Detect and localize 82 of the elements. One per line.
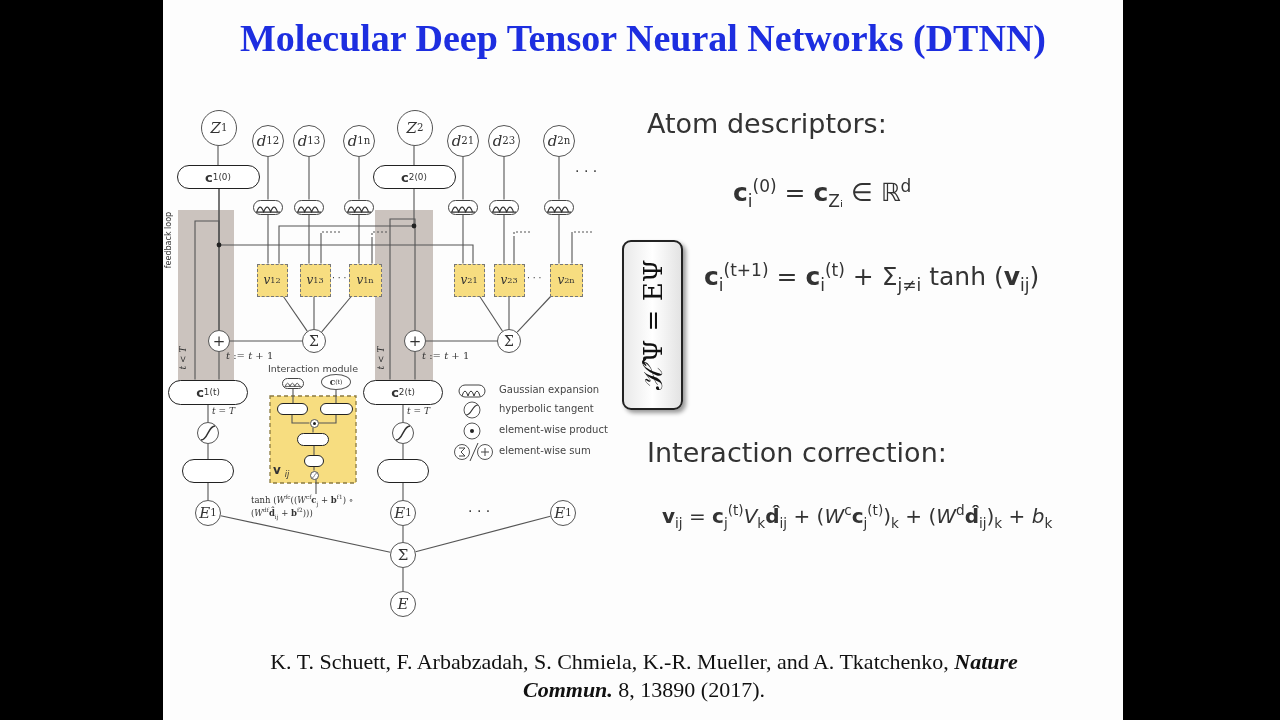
connector-line [267, 213, 269, 265]
connector-line [558, 213, 560, 265]
connector-line [308, 213, 310, 265]
module-label: v $_{ij}$ [273, 463, 290, 477]
connector-line [207, 482, 209, 501]
section-heading: Atom descriptors: [647, 108, 887, 139]
connector-line [402, 525, 404, 543]
connector-line [229, 340, 303, 342]
connector-line [292, 387, 294, 404]
connector-line [278, 188, 415, 265]
condition-label: t < T [178, 346, 188, 370]
update-label: t := t + 1 [226, 350, 274, 361]
legend-text: element-wise sum [499, 445, 591, 456]
connector-line [335, 389, 337, 404]
connector-line [462, 213, 464, 265]
equation-text: ℋ̂Ψ = EΨ [637, 259, 669, 391]
feedback-loop-label: feedback loop [163, 211, 173, 269]
connector-line [503, 156, 505, 201]
connector-line [402, 567, 404, 592]
connector-line [508, 295, 510, 330]
connector-line [479, 295, 503, 332]
equation-box [621, 240, 683, 410]
connector-line [320, 231, 341, 265]
connector-line [358, 156, 360, 201]
legend-text: Gaussian expansion [499, 384, 600, 395]
legend-text: element-wise product [499, 424, 608, 435]
connector-line [413, 145, 415, 166]
connector-line [516, 295, 552, 333]
ellipsis-text: · · · [575, 163, 598, 179]
layer-pill [182, 459, 234, 483]
citation: K. T. Schuett, F. Arbabzadah, S. Chmiela, K.-R. Mueller, and A. Tkatchenko, Nature Commun. 8, 13890 (2017). [269, 648, 1019, 704]
connector-line [462, 156, 464, 201]
formula-text: tanh (W$^{fc}$((W$^{cf}$c$_{j}$ + b$^{f1}$) ∘ (W$^{df}$d̂$_{ij}$ + b$^{f2}$))) [251, 494, 381, 524]
section-heading: Interaction correction: [647, 437, 947, 468]
condition-label: t < T [376, 346, 386, 370]
connector-line [313, 444, 315, 456]
connector-line [282, 295, 308, 332]
condition-label: t = T [407, 406, 430, 416]
connector-line [194, 220, 220, 381]
tanh-circle [309, 470, 319, 480]
condition-label: t = T [212, 406, 235, 416]
connector-line [313, 295, 315, 330]
connector-line [513, 231, 531, 265]
slide-title: Molecular Deep Tensor Neural Networks (DTNN) [239, 16, 1047, 60]
layer-pill [319, 403, 353, 415]
connector-line [415, 515, 551, 553]
connector-line [402, 482, 404, 501]
layer-pill [377, 459, 429, 483]
connector-line [571, 231, 593, 265]
connector-line [291, 414, 311, 424]
ellipsis-text: · · · [468, 503, 491, 519]
update-label: t := t + 1 [422, 350, 470, 361]
connector-line [321, 295, 352, 333]
connector-line [389, 218, 416, 381]
connector-line [207, 443, 209, 460]
connector-line [317, 414, 337, 424]
connector-line [218, 351, 220, 381]
connector-line [371, 231, 388, 265]
connector-line [220, 515, 391, 553]
connector-line [402, 403, 404, 423]
connector-line [503, 213, 505, 265]
connector-line [315, 478, 317, 495]
ellipsis-text: · · · [527, 273, 542, 283]
connector-line [558, 156, 560, 201]
legend-text: hyperbolic tangent [499, 403, 594, 414]
gaussian-expansion-icon [282, 377, 304, 389]
connector-line [218, 188, 474, 265]
connector-line [267, 156, 269, 201]
product-circle [309, 418, 319, 428]
connector-line [313, 466, 315, 472]
ellipsis-text: · · · [332, 273, 347, 283]
equation-text: c$_{i}$$^{(0)}$ = c$_{Zᵢ}$ ∈ ℝ$^{d}$ [733, 178, 912, 207]
connector-line [207, 403, 209, 423]
connector-line [217, 145, 219, 166]
module-heading: Interaction module [266, 363, 360, 374]
connector-line [425, 340, 498, 342]
connector-line [312, 426, 314, 434]
connector-line [358, 213, 360, 265]
layer-pill [304, 455, 324, 467]
connector-line [402, 443, 404, 460]
connector-line [414, 351, 416, 381]
connector-line [308, 156, 310, 201]
